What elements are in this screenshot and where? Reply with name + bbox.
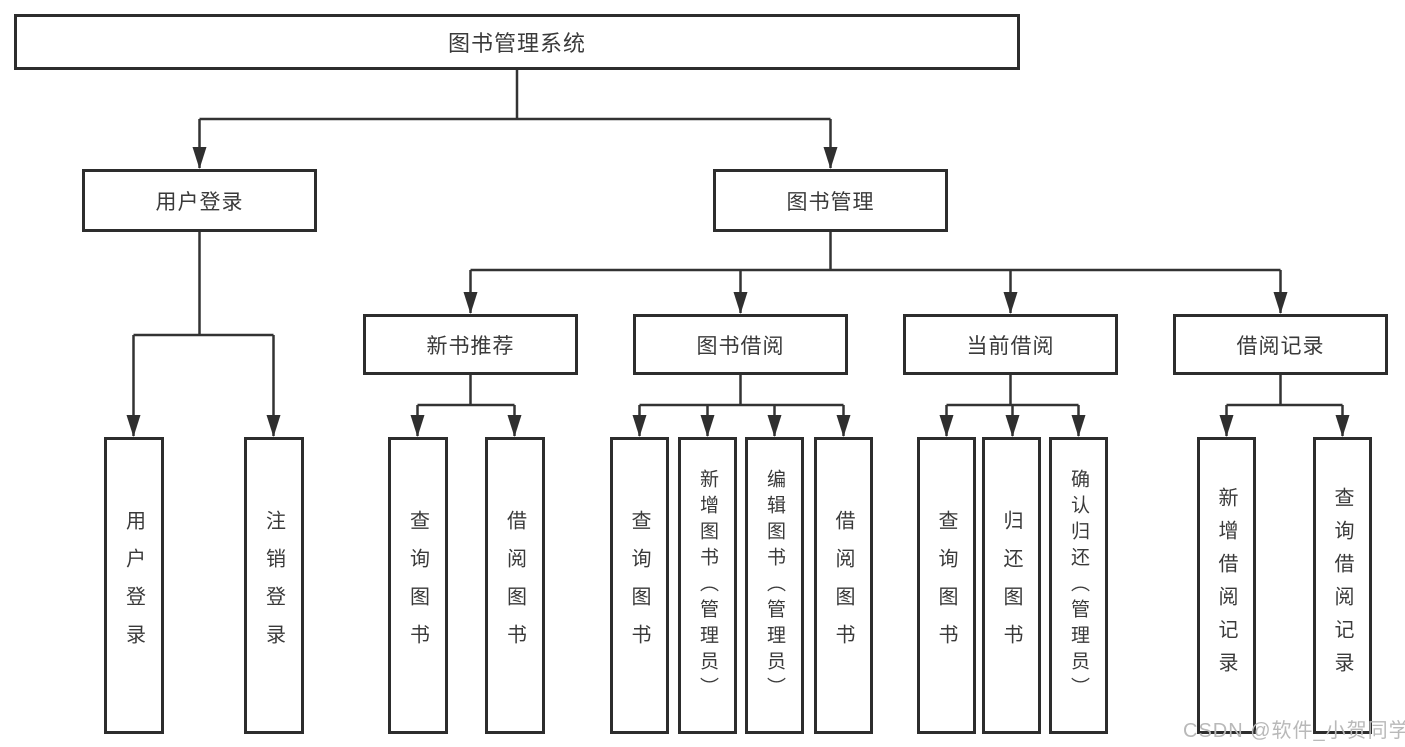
leaf-borrow-books-label: 借阅图书 bbox=[832, 509, 854, 662]
leaf-add-borrow-record: 新增借阅记录 bbox=[1197, 437, 1256, 734]
node-book-borrowing: 图书借阅 bbox=[633, 314, 848, 375]
leaf-user-login-label: 用户登录 bbox=[122, 509, 145, 662]
leaf-return-books: 归还图书 bbox=[982, 437, 1041, 734]
leaf-query-borrow-record: 查询借阅记录 bbox=[1313, 437, 1372, 734]
leaf-add-books-admin: 新增图书（管理员） bbox=[678, 437, 737, 734]
leaf-add-borrow-record-label: 新增借阅记录 bbox=[1215, 486, 1237, 685]
node-borrowing-records: 借阅记录 bbox=[1173, 314, 1388, 375]
leaf-query-books-borrow-label: 查询图书 bbox=[628, 509, 650, 662]
leaf-edit-books-admin-label: 编辑图书（管理员） bbox=[764, 468, 785, 703]
leaf-query-books-current: 查询图书 bbox=[917, 437, 976, 734]
leaf-user-login: 用户登录 bbox=[104, 437, 164, 734]
leaf-query-books-recommend-label: 查询图书 bbox=[406, 509, 429, 662]
node-library-management-system: 图书管理系统 bbox=[14, 14, 1020, 70]
leaf-confirm-return-admin: 确认归还（管理员） bbox=[1049, 437, 1108, 734]
node-book-management: 图书管理 bbox=[713, 169, 948, 232]
node-new-book-recommendation: 新书推荐 bbox=[363, 314, 578, 375]
leaf-borrow-books: 借阅图书 bbox=[814, 437, 873, 734]
leaf-query-books-current-label: 查询图书 bbox=[935, 509, 957, 662]
leaf-logout-label: 注销登录 bbox=[262, 509, 285, 662]
leaf-confirm-return-admin-label: 确认归还（管理员） bbox=[1068, 468, 1089, 703]
leaf-return-books-label: 归还图书 bbox=[1000, 509, 1022, 662]
leaf-logout: 注销登录 bbox=[244, 437, 304, 734]
leaf-borrow-books-recommend: 借阅图书 bbox=[485, 437, 545, 734]
leaf-query-borrow-record-label: 查询借阅记录 bbox=[1331, 486, 1353, 685]
leaf-query-books-recommend: 查询图书 bbox=[388, 437, 448, 734]
leaf-edit-books-admin: 编辑图书（管理员） bbox=[745, 437, 804, 734]
node-user-login: 用户登录 bbox=[82, 169, 317, 232]
node-current-borrowing: 当前借阅 bbox=[903, 314, 1118, 375]
leaf-query-books-borrow: 查询图书 bbox=[610, 437, 669, 734]
leaf-borrow-books-recommend-label: 借阅图书 bbox=[503, 509, 526, 662]
watermark: CSDN @软件_小贺同学 bbox=[1183, 720, 1405, 742]
leaf-add-books-admin-label: 新增图书（管理员） bbox=[697, 468, 718, 703]
